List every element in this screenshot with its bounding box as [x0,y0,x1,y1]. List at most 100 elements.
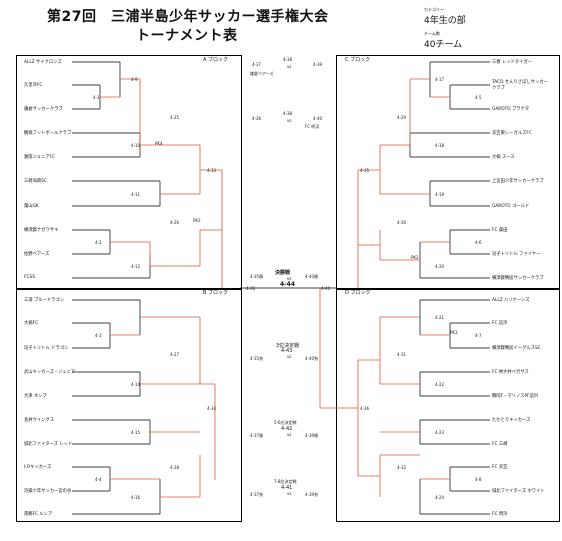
seventh-left: 4-37負 [250,492,264,497]
seventh-right: 4-39負 [305,492,319,497]
left-team-12: 大楠FC [24,321,39,326]
pk-label: PK3 [450,330,458,335]
fifth-title: 5-6位決定戦 [274,420,297,425]
category-value: 4年生の部 [424,16,466,26]
center-top-b-team: FC 明浜 [305,124,320,129]
right-team-16: たかとりキッカーズ [492,418,531,423]
category-label: カテゴリー [424,7,444,12]
match-id: 4-23 [435,430,445,435]
match-id: 4-19 [435,192,445,197]
left-team-7: 葉山GK [24,204,39,209]
seventh-title: 7-8位決定戦 [274,479,297,484]
left-team-4: 鶴嶺フットボールクラブ [24,131,72,136]
fifth-game: 4-42 [281,426,293,432]
match-id: 4-31 [397,352,407,357]
match-id: 4-35 [360,168,370,173]
final-game: 4-44 [280,281,296,288]
block-b-frame [16,288,242,522]
fifth-right: 4-39勝 [305,433,319,438]
teams-label: チーム数 [424,31,440,36]
center-top-mid: 4-38 [283,57,293,62]
center-top-right: 4-39 [313,62,323,67]
pk-label: PK2 [411,255,419,260]
block-c-label: C ブロック [345,57,371,63]
left-team-14: 武山キッカーズ・ジュニア [24,370,76,375]
match-id: 4-34 [207,406,217,411]
match-id: 4-8 [475,477,482,482]
block-b-label: B ブロック [203,290,229,296]
page-subtitle: トーナメント表 [136,28,238,44]
center-top-left: 4-37 [252,62,262,67]
match-id: 4-16 [131,495,141,500]
match-id: 4-21 [435,315,445,320]
center-vs: vs [287,276,292,281]
pk-label: PK3 [193,218,201,223]
final-title: 決勝戦 [275,270,291,276]
right-team-17: FC 三崎 [492,442,508,447]
left-team-17: 城北ファイターズ レッド [24,442,73,447]
block-d-label: D ブロック [345,290,371,296]
left-team-11: 三浦 ブルードラゴン [24,298,65,303]
match-id: 4-20 [435,264,445,269]
match-id: 4-33 [207,168,217,173]
right-team-6: 上宮田少年サッカークラブ [492,179,544,184]
final-side-left: 4-36 [246,286,256,291]
right-team-4: 衣笠東シーガルズFC [492,131,532,136]
match-id: 4-2 [95,240,102,245]
match-id: 4-7 [475,333,482,338]
final-side-right: 4-40 [321,286,331,291]
match-id: 4-18 [435,143,445,148]
third-title: 3位決定戦 [276,343,300,349]
match-id: 4-28 [170,465,180,470]
right-team-12: FC 追浜 [492,321,508,326]
match-id: 4-6 [475,240,482,245]
match-id: 4-11 [131,192,141,197]
center-top-a-team: 鎌倉ベアーズ [250,71,274,76]
final-left: 4-35勝 [250,274,264,279]
third-right: 4-40負 [305,356,319,361]
left-team-15: 大津 ネンブ [24,394,47,399]
center-mid-id: 4-38 [283,111,293,116]
match-id: 4-25 [170,115,180,120]
center-vs: vs [287,118,292,123]
match-id: 4-24 [435,495,445,500]
right-team-8: FC 森田 [492,228,508,233]
match-id: 4-30 [397,220,407,225]
match-id: 4-29 [397,115,407,120]
center-vs: vs [287,432,292,437]
right-team-11: ALLZ ハリケーンズ [492,298,530,303]
left-team-5: 湘南ジュニアFC [24,155,55,160]
left-team-19: 浜鍛少年サッカー宮の谷 [24,489,72,494]
match-id: 4-27 [170,352,180,357]
right-team-14: FC 林大井ベガサス [492,370,529,375]
right-team-20: FC 明浜 [492,512,508,517]
left-team-18: I.Oキッカーズ [24,465,52,470]
center-side-left: 4-36 [252,116,262,121]
match-id: 4-14 [131,382,141,387]
block-a-label: A ブロック [203,57,229,63]
match-id: 4-1 [93,95,100,100]
right-team-1: 三春 レッドタイガー [492,60,533,65]
match-id: 4-4 [95,477,102,482]
left-team-16: 長井ウイングス [24,418,55,423]
right-team-10: 横須賀鴨居サッカークラブ [492,276,544,281]
match-id: 4-36 [360,406,370,411]
match-id: 4-9 [131,77,138,82]
third-left: 4-35負 [250,356,264,361]
pk-label: PK4 [155,141,163,146]
left-team-2: 久里浜FC [24,83,43,88]
left-team-1: ALLZ サイクロンズ [24,60,62,65]
right-team-15: 鶴岡F・マリノスPF追浜 [492,394,539,399]
third-game: 4-43 [281,348,293,354]
right-team-7: GAROTO ゴールド [492,204,530,209]
center-vs: vs [287,491,292,496]
right-team-19: 城北ファイターズ ホワイト [492,489,545,494]
match-id: 4-15 [131,430,141,435]
match-id: 4-32 [397,465,407,470]
right-team-3: GAROTO ブラナタ [492,107,530,112]
match-id: 4-5 [475,95,482,100]
left-team-8: 横須賀ナガワサキ [24,228,59,233]
center-vs: vs [287,64,292,69]
right-team-5: 大楠 スース [492,155,515,160]
